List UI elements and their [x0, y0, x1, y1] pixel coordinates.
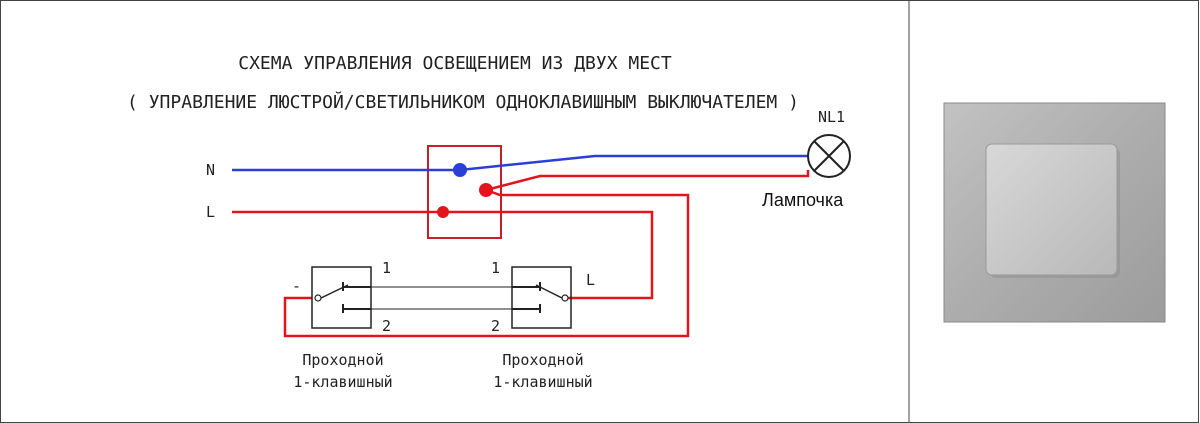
switch-photo	[943, 102, 1166, 323]
switch-1-terminal-1: 1	[382, 259, 391, 277]
line-terminal	[437, 206, 449, 218]
neutral-terminal	[453, 163, 467, 177]
lamp-label: Лампочка	[762, 190, 844, 210]
traveller-wires	[370, 286, 512, 310]
line-wire	[232, 170, 810, 338]
neutral-label: N	[206, 161, 215, 179]
switch-1-caption-2: 1-клавишный	[293, 373, 392, 391]
line-label: L	[206, 203, 215, 221]
lamp-terminal	[479, 183, 493, 197]
switch-2	[511, 266, 572, 329]
switch-1	[311, 266, 372, 329]
switch-2-terminal-2: 2	[491, 317, 500, 335]
switch-2-caption-1: Проходной	[502, 351, 583, 369]
lamp-id: NL1	[818, 108, 845, 126]
diagram-subtitle: ( УПРАВЛЕНИЕ ЛЮСТРОЙ/СВЕТИЛЬНИКОМ ОДНОКЛ…	[127, 91, 799, 113]
lamp-symbol	[807, 134, 851, 178]
switch-1-terminal-2: 2	[382, 317, 391, 335]
switch-2-caption-2: 1-клавишный	[493, 373, 592, 391]
neutral-wire	[232, 154, 808, 172]
switch-2-terminal-1: 1	[491, 259, 500, 277]
diagram-title: СХЕМА УПРАВЛЕНИЯ ОСВЕЩЕНИЕМ ИЗ ДВУХ МЕСТ	[238, 53, 672, 74]
junction-box	[427, 145, 502, 239]
switch-1-common-label: -	[292, 277, 301, 295]
switch-2-common-label: L	[586, 271, 595, 289]
switch-1-caption-1: Проходной	[302, 351, 383, 369]
